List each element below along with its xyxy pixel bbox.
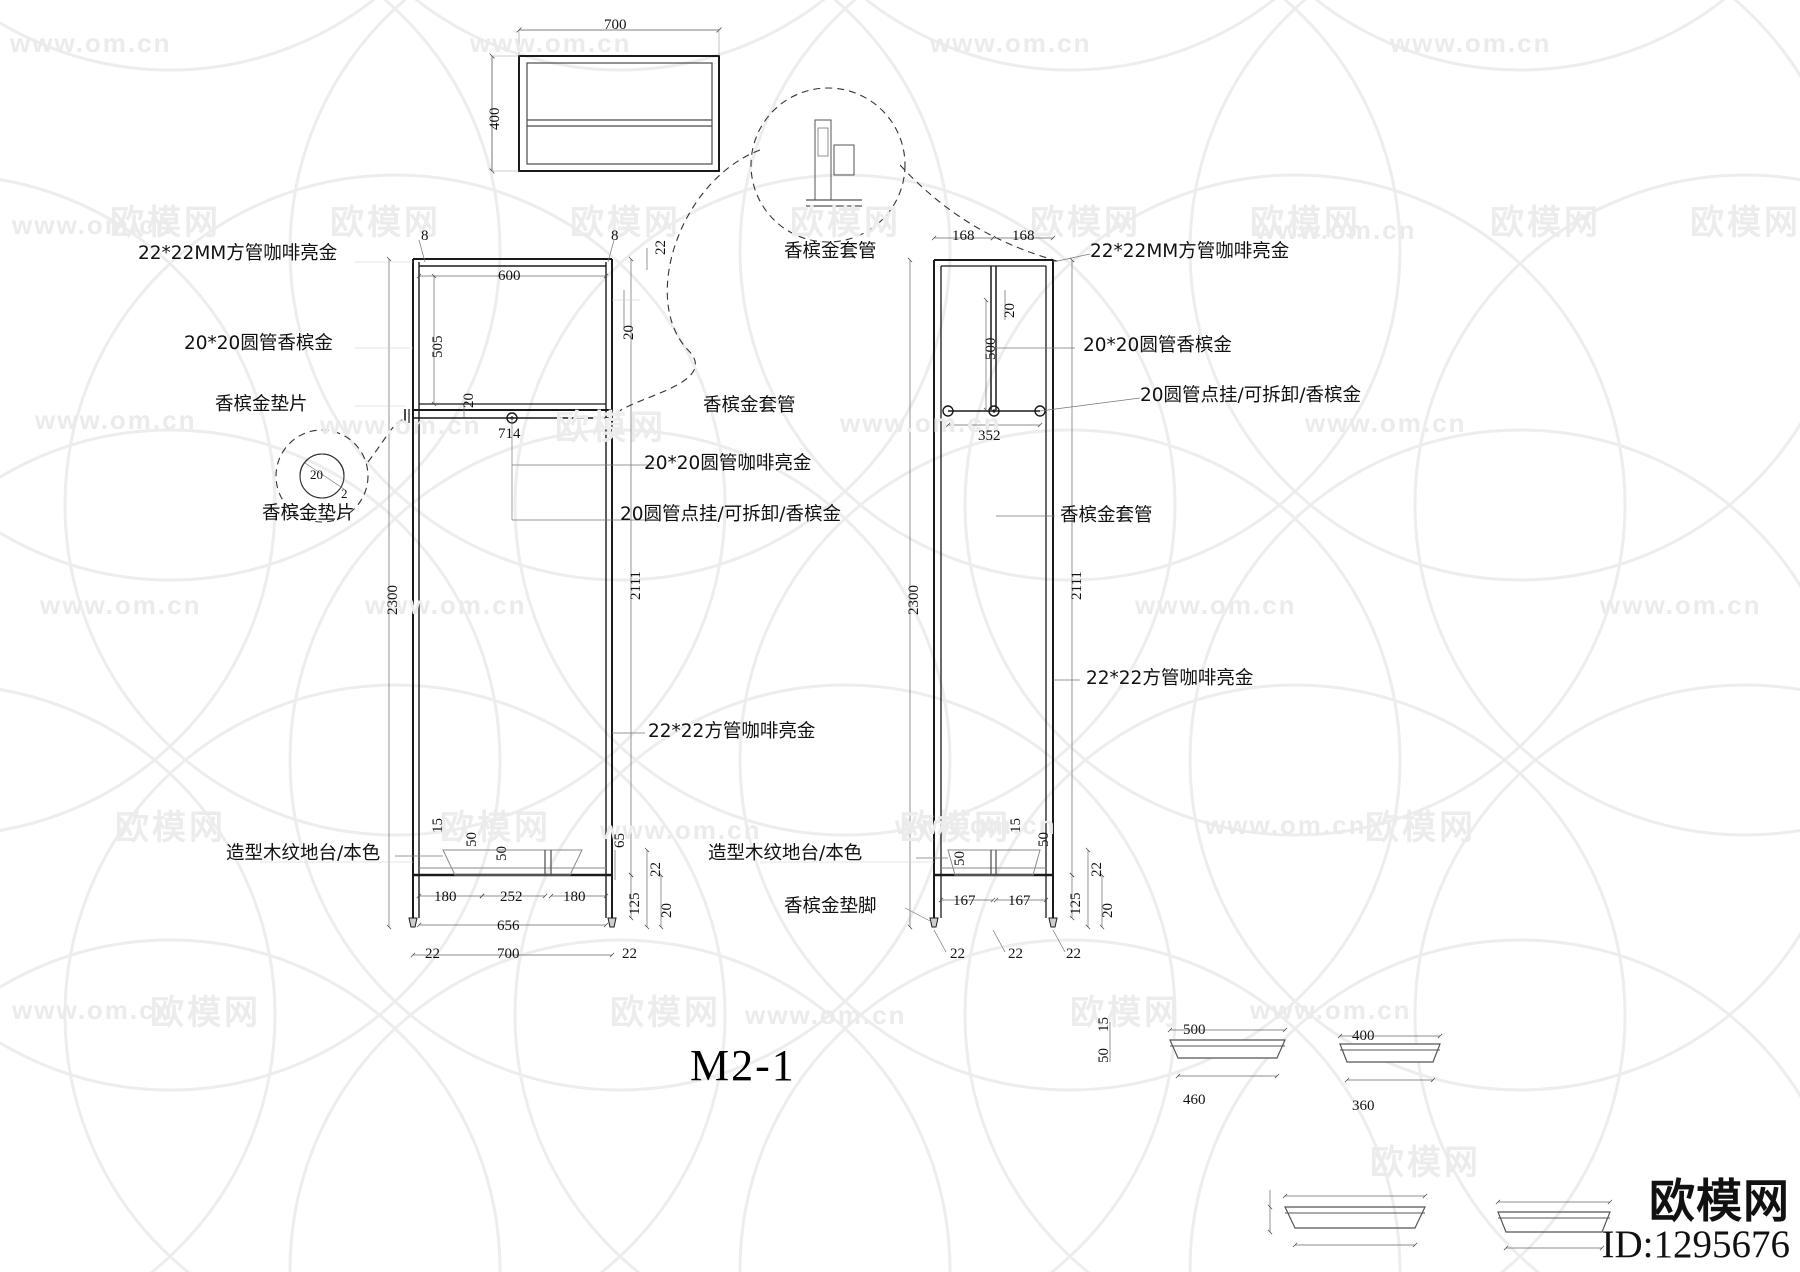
pad-detail-b [1495, 1199, 1613, 1251]
dim-gasket-outer: 20 [310, 467, 323, 482]
dim-outer-total-front: 700 [497, 946, 520, 962]
dim-base-g-side: 20 [1100, 903, 1116, 918]
dim-half-left-side: 168 [952, 228, 975, 244]
dim-base-f-side: 125 [1068, 892, 1084, 916]
label-wood-base-front: 造型木纹地台/本色 [226, 843, 381, 864]
front-elevation [386, 239, 664, 958]
sleeve-tube-callout [617, 87, 1061, 413]
brand-name: 欧模网 [1649, 1173, 1790, 1228]
brand-id: ID:1295676 [1601, 1223, 1791, 1267]
dim-base-e-front: 22 [648, 862, 664, 877]
dim-base-a-front: 15 [430, 818, 446, 833]
dim-base-c-side: 50 [1036, 832, 1052, 847]
label-round-tube-champagne-side: 20*20圆管香槟金 [1083, 335, 1232, 356]
label-hanger-side: 20圆管点挂/可拆卸/香槟金 [1140, 385, 1362, 406]
pad-detail-a [1267, 1190, 1428, 1248]
label-square-tube-side: 22*22MM方管咖啡亮金 [1090, 241, 1290, 262]
drawing-title: M2-1 [690, 1041, 796, 1090]
label-round-tube-coffee: 20*20圆管咖啡亮金 [644, 453, 812, 474]
dim-base-d-front: 65 [612, 833, 628, 848]
dim-tube20-right: 20 [621, 325, 637, 340]
label-round-tube-champagne-front: 20*20圆管香槟金 [184, 333, 333, 354]
dim-base-c-front: 50 [494, 846, 510, 861]
dim-chain-left: 180 [434, 889, 457, 905]
label-gasket-front: 香槟金垫片 [215, 394, 308, 415]
plan-width-dim: 700 [604, 17, 627, 33]
plan-depth-dim: 400 [487, 107, 503, 131]
dim-inner-width: 600 [498, 268, 521, 284]
dim-hanger-width-front: 714 [498, 426, 521, 442]
label-hanger-front: 20圆管点挂/可拆卸/香槟金 [620, 504, 842, 525]
dim-22b-side: 22 [1008, 946, 1023, 962]
dim-inner-height-side: 500 [983, 337, 999, 361]
dim-22a-side: 22 [950, 946, 965, 962]
dim-base-f-front: 125 [627, 892, 643, 916]
dim-chain-mid: 252 [500, 889, 523, 905]
dim-hanger-width-side: 352 [978, 428, 1001, 444]
construction-lines [260, 261, 934, 863]
dim-half-right-side: 168 [1012, 228, 1035, 244]
dim-pad-b-top-width: 400 [1352, 1028, 1375, 1044]
brand-block: 欧模网 ID:1295676 [1601, 1173, 1791, 1267]
dim-total-height-front: 2300 [385, 585, 401, 615]
dim-total-height-side: 2300 [906, 585, 922, 615]
dim-foot-right-side: 167 [1008, 893, 1031, 909]
dim-pad-b-bottom-width: 360 [1352, 1098, 1375, 1114]
dim-foot-right-front: 22 [622, 946, 637, 962]
dim-base-e-side: 22 [1089, 862, 1105, 877]
label-sleeve-tube-top: 香槟金套管 [784, 241, 877, 262]
dim-pad-top-width: 500 [1183, 1022, 1206, 1038]
dim-pad-height-top: 15 [1096, 1017, 1112, 1032]
side-elevation [904, 235, 1141, 953]
dim-inner-total-front: 656 [497, 918, 520, 934]
dim-offset-right: 8 [611, 228, 619, 244]
label-gasket-detail: 香槟金垫片 [262, 503, 355, 524]
dim-base-a-side: 15 [1008, 818, 1024, 833]
dim-body-height-front: 2111 [628, 571, 644, 600]
dim-body-height-side: 2111 [1069, 571, 1085, 600]
dim-top-tube: 22 [653, 240, 669, 255]
label-square-tube-body-side: 22*22方管咖啡亮金 [1086, 668, 1254, 689]
dim-chain-right: 180 [563, 889, 586, 905]
dim-tube20-side: 20 [1002, 303, 1018, 318]
dim-base-g-front: 20 [659, 903, 675, 918]
dim-offset-left: 8 [421, 228, 429, 244]
dim-foot-left-front: 22 [425, 946, 440, 962]
label-wood-base-side: 造型木纹地台/本色 [708, 843, 863, 864]
label-square-tube-body-front: 22*22方管咖啡亮金 [648, 721, 816, 742]
dim-pad-bottom-width: 460 [1183, 1092, 1206, 1108]
label-foot-pad-side: 香槟金垫脚 [784, 896, 877, 917]
dim-22c-side: 22 [1066, 946, 1081, 962]
dim-tube20-left: 20 [461, 393, 477, 408]
plan-view [489, 27, 722, 174]
gasket-detail-callout [275, 417, 407, 523]
dim-base-b-side: 50 [952, 851, 968, 866]
dim-inner-height: 505 [430, 335, 446, 359]
label-square-tube-front: 22*22MM方管咖啡亮金 [138, 243, 338, 264]
label-sleeve-tube-side: 香槟金套管 [1060, 505, 1153, 526]
dim-gasket-inner: 2 [341, 486, 348, 501]
dim-pad-height-bottom: 50 [1096, 1048, 1112, 1063]
label-sleeve-tube-mid: 香槟金套管 [703, 395, 796, 416]
dim-foot-left-side: 167 [953, 893, 976, 909]
dim-base-b-front: 50 [464, 832, 480, 847]
